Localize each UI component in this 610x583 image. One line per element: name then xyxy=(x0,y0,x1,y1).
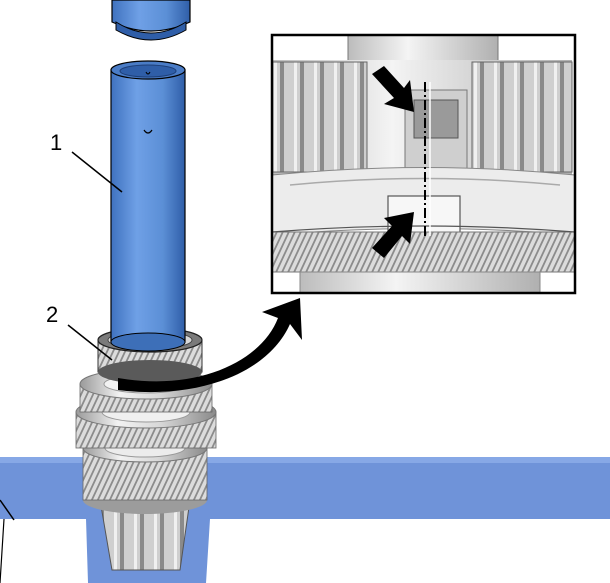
gear-cluster xyxy=(75,327,217,571)
inset-right-splines xyxy=(471,61,573,173)
callout-1-label: 1 xyxy=(50,130,62,155)
tool-upper-part xyxy=(111,0,191,41)
inset-arrow-upper xyxy=(372,66,414,112)
detail-arrow xyxy=(118,298,302,393)
detail-inset xyxy=(270,33,577,295)
callout-2-label: 2 xyxy=(46,302,58,327)
inset-arrow-lower xyxy=(372,212,414,258)
installer-tool xyxy=(110,60,186,352)
inset-left-splines xyxy=(272,61,368,173)
callout-leaders xyxy=(67,151,123,361)
